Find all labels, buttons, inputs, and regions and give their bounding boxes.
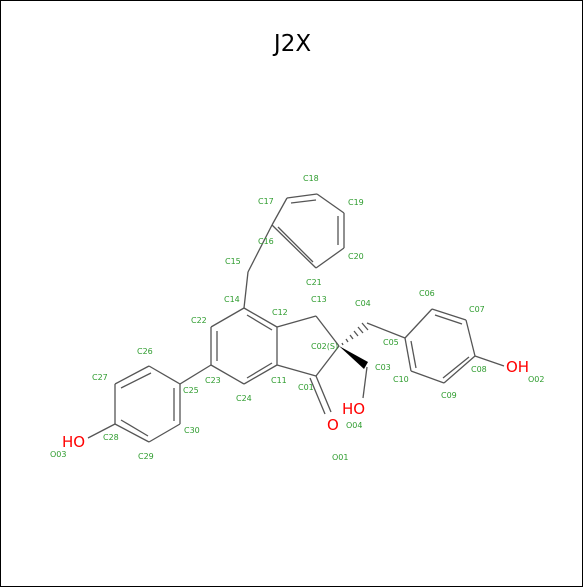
atom-label: C12 xyxy=(272,308,288,317)
atom-label: C01 xyxy=(298,383,314,392)
hydroxyl-left: HO xyxy=(62,433,85,451)
atom-label: C05 xyxy=(383,338,399,347)
atom-label: C24 xyxy=(236,394,252,403)
atom-label: C30 xyxy=(184,426,200,435)
atom-label: C10 xyxy=(393,375,409,384)
atom-label: C19 xyxy=(348,198,364,207)
atom-label: O03 xyxy=(50,450,66,459)
atom-label: C04 xyxy=(355,299,371,308)
carbonyl-oxygen: O xyxy=(327,416,339,434)
atom-label: C22 xyxy=(191,316,207,325)
atom-label: C26 xyxy=(137,347,153,356)
atom-label: C07 xyxy=(469,305,485,314)
atom-label: C14 xyxy=(224,295,240,304)
atom-label: C11 xyxy=(271,376,287,385)
atom-label: O02 xyxy=(528,375,544,384)
atom-label: C09 xyxy=(441,391,457,400)
atom-label: O01 xyxy=(332,453,348,462)
heteroatom-symbols: OH HO O HO xyxy=(62,358,529,451)
hashed-wedge-bond xyxy=(341,322,369,346)
hydroxyl-mid: HO xyxy=(342,400,365,418)
bond-lines xyxy=(87,193,505,443)
atom-label: C02(S) xyxy=(311,342,338,351)
molecule-title: J2X xyxy=(273,31,312,57)
atom-label: C28 xyxy=(103,433,119,442)
atom-label: C18 xyxy=(303,174,319,183)
atom-label: C06 xyxy=(419,289,435,298)
atom-label: C15 xyxy=(225,257,241,266)
atom-label: C13 xyxy=(311,295,327,304)
atom-label: C08 xyxy=(471,365,487,374)
atom-label: C29 xyxy=(138,452,154,461)
atom-label: C25 xyxy=(183,386,199,395)
atom-label: C20 xyxy=(348,252,364,261)
atom-label: C27 xyxy=(92,373,108,382)
atom-label: C21 xyxy=(306,278,322,287)
atom-label: O04 xyxy=(346,421,362,430)
hydroxyl-right: OH xyxy=(506,358,529,376)
solid-wedge-bond xyxy=(339,346,368,369)
atom-label: C17 xyxy=(258,197,274,206)
atom-label: C16 xyxy=(258,237,274,246)
atom-label: C03 xyxy=(375,363,391,372)
atom-label: C23 xyxy=(205,376,221,385)
atom-labels: C18 C17 C19 C16 C20 C15 C21 C14 C13 C04 … xyxy=(50,174,544,462)
